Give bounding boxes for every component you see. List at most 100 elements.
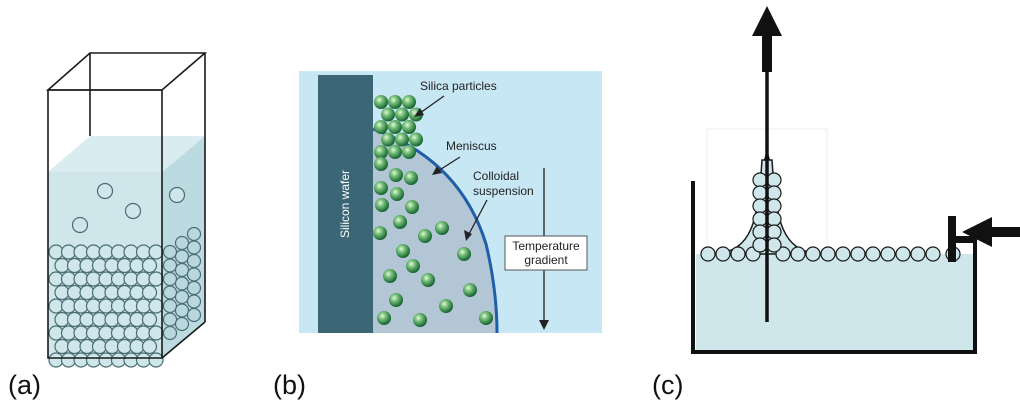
monolayer-particle xyxy=(910,246,926,262)
free-particle xyxy=(124,202,142,220)
monolayer-particle xyxy=(850,246,866,262)
packed-particle-side xyxy=(174,235,190,251)
packed-particle xyxy=(123,352,139,368)
monolayer-particle xyxy=(805,246,821,262)
silica-particle-dispersed xyxy=(421,273,435,287)
monolayer-particle xyxy=(835,246,851,262)
silica-particle-dispersed xyxy=(393,215,407,229)
temperature-arrowhead xyxy=(539,320,549,330)
packed-particle-side xyxy=(186,267,202,282)
silica-particle-ordered xyxy=(381,132,395,147)
deposited-particle xyxy=(766,211,782,227)
colloidal-label-line1: Colloidal xyxy=(473,169,519,183)
monolayer-particle xyxy=(790,246,806,262)
packed-particle-side xyxy=(162,298,178,314)
packed-particle-side xyxy=(186,307,202,323)
silica-particle-dispersed xyxy=(390,187,404,201)
packed-particle-side xyxy=(162,325,178,341)
silica-particle-dispersed xyxy=(463,283,477,297)
silica-particle-dispersed xyxy=(406,259,420,273)
panel-a-particles xyxy=(48,182,202,368)
packed-particle-side xyxy=(174,276,190,291)
barrier-foot xyxy=(956,236,974,243)
packed-particle xyxy=(123,271,139,287)
silicon-wafer xyxy=(318,75,373,333)
packed-particle-side xyxy=(186,253,202,269)
silica-particle-dispersed xyxy=(383,269,397,283)
liquid-top-face xyxy=(48,136,205,172)
free-particle xyxy=(168,186,186,204)
packed-particle-side xyxy=(162,285,178,300)
packed-particle xyxy=(135,244,152,260)
packed-particle-side xyxy=(186,294,202,309)
packed-particle xyxy=(123,325,139,341)
monolayer-particle xyxy=(895,246,911,262)
panel-b-container: Silicon wafer Silica particles Meniscus … xyxy=(299,71,602,334)
silica-particle-ordered xyxy=(395,107,409,122)
withdraw-arrow-shaft xyxy=(762,34,772,72)
silica-particle-dispersed xyxy=(396,244,410,258)
panel-b-particles xyxy=(373,95,493,327)
packed-particle-side xyxy=(174,316,190,332)
deposited-particle xyxy=(752,185,768,201)
packed-particle xyxy=(135,271,152,287)
withdraw-arrow-head xyxy=(752,6,782,36)
packed-particle xyxy=(148,244,164,260)
deposited-particle xyxy=(766,198,782,214)
temperature-box xyxy=(504,235,588,271)
monolayer-particle xyxy=(820,246,836,262)
silica-arrow xyxy=(419,95,445,114)
deposited-particle xyxy=(752,224,768,240)
free-particle xyxy=(71,216,89,234)
free-particle xyxy=(96,182,114,200)
panel-c-container xyxy=(691,6,1020,354)
silica-particle-dispersed xyxy=(374,181,388,195)
silica-particle-dispersed xyxy=(389,168,403,182)
packed-particle xyxy=(123,244,139,260)
packed-particle xyxy=(116,311,133,328)
deposited-particle xyxy=(752,198,768,214)
silica-particle-ordered xyxy=(374,120,388,134)
silicon-wafer-label: Silicon wafer xyxy=(338,170,352,238)
packed-particle xyxy=(148,298,164,314)
monolayer-particle xyxy=(865,246,881,262)
silica-particle-dispersed xyxy=(404,171,418,185)
monolayer-particle xyxy=(715,246,731,262)
monolayer-particle xyxy=(730,246,746,262)
silica-particle-ordered xyxy=(402,145,416,159)
silica-particle-dispersed xyxy=(374,157,388,171)
silica-particle-ordered xyxy=(388,95,402,109)
colloidal-label-line2: suspension xyxy=(473,184,534,198)
compress-arrow-head xyxy=(962,217,992,247)
silica-particle-dispersed xyxy=(373,226,387,240)
deposited-particle xyxy=(766,185,782,201)
packed-particle-side xyxy=(186,280,202,296)
silica-particle-dispersed xyxy=(479,311,493,325)
silica-particle-dispersed xyxy=(418,229,432,243)
packed-particle xyxy=(148,325,164,341)
temperature-label-line2: gradient xyxy=(524,253,568,267)
packed-particle xyxy=(116,257,133,274)
deposited-particle xyxy=(752,211,768,227)
packed-particle xyxy=(129,311,145,328)
packed-particle-side xyxy=(162,244,178,260)
substrate-tip xyxy=(764,148,770,160)
packed-particle-side xyxy=(174,303,190,318)
silica-particle-ordered xyxy=(395,132,409,147)
silica-particle-ordered xyxy=(381,107,395,122)
packed-particle-side xyxy=(162,312,178,327)
colloidal-arrow xyxy=(468,199,488,235)
packed-particle-side xyxy=(174,249,190,264)
packed-particle xyxy=(116,338,133,355)
silica-arrowhead xyxy=(414,108,424,117)
packed-particle xyxy=(148,271,164,287)
packed-particle-side xyxy=(162,271,178,287)
packed-particle-side xyxy=(174,262,190,278)
silica-particle-ordered xyxy=(374,145,388,159)
panel-c-particles xyxy=(700,172,961,262)
panel-c-label: (c) xyxy=(652,370,684,400)
silica-particle-ordered xyxy=(388,120,402,134)
silica-particle-dispersed xyxy=(413,313,427,327)
